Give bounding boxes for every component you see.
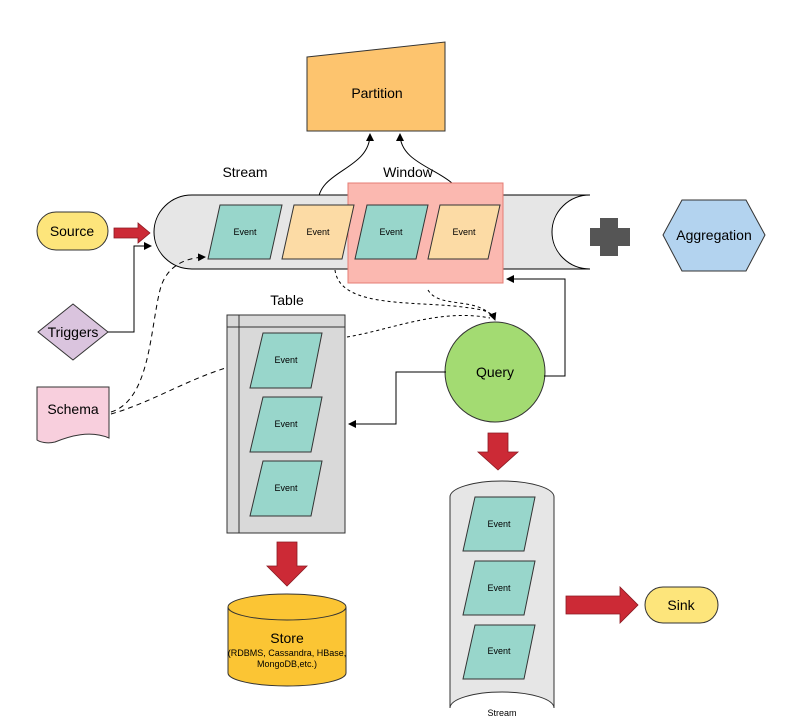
event-label: Event [274,355,298,365]
output-event-2: Event [462,560,536,616]
window-label: Window [383,164,434,180]
table-to-query-connector [346,314,491,338]
event-label: Event [233,227,257,237]
schema-label: Schema [47,401,99,417]
source-arrow [113,222,151,244]
sink-arrow [565,586,639,624]
query-to-stream-arrow [506,275,566,377]
source-node: Source [36,211,109,251]
schema-node: Schema [36,386,110,444]
store-node: Store (RDBMS, Cassandra, HBase, MongoDB,… [227,593,347,687]
stream-label: Stream [222,164,267,180]
table-event-3: Event [249,460,323,517]
event-label: Event [379,227,403,237]
sink-node: Sink [644,586,719,624]
table-label: Table [270,292,304,308]
stream-event-2: Event [281,204,355,260]
event-label: Event [274,483,298,493]
event-label: Event [274,419,298,429]
store-label: Store [270,630,304,646]
query-output-arrow [476,432,520,471]
triggers-node: Triggers [37,303,109,361]
stream-event-1: Event [207,204,283,260]
table-event-1: Event [249,332,323,389]
aggregation-node: Aggregation [662,199,766,272]
triggers-label: Triggers [48,324,99,340]
output-event-3: Event [462,624,536,680]
output-event-1: Event [462,496,536,552]
partition-node: Partition [306,41,446,132]
sink-label: Sink [667,597,695,613]
event-label: Event [452,227,476,237]
output-stream-label: Stream [487,708,516,718]
event-label: Event [487,646,511,656]
store-detail-line-1: (RDBMS, Cassandra, HBase, [228,648,347,658]
store-detail-line-2: MongoDB,etc.) [257,659,317,669]
window-to-query-connector-2 [427,289,496,321]
event-label: Event [487,519,511,529]
schema-to-stream-connector [110,253,206,413]
partition-label: Partition [351,85,402,101]
partition-arrow-left [317,133,374,204]
query-to-table-arrow [348,371,446,428]
stream-event-4: Event [427,204,501,260]
event-label: Event [306,227,330,237]
stream-event-3: Event [354,204,429,260]
query-label: Query [476,364,514,380]
table-store-arrow [266,541,308,587]
query-node: Query [444,321,546,423]
event-label: Event [487,583,511,593]
source-label: Source [50,223,95,239]
plus-icon [590,218,630,256]
triggers-connector [108,242,152,333]
table-event-2: Event [249,396,323,453]
aggregation-label: Aggregation [676,227,752,243]
